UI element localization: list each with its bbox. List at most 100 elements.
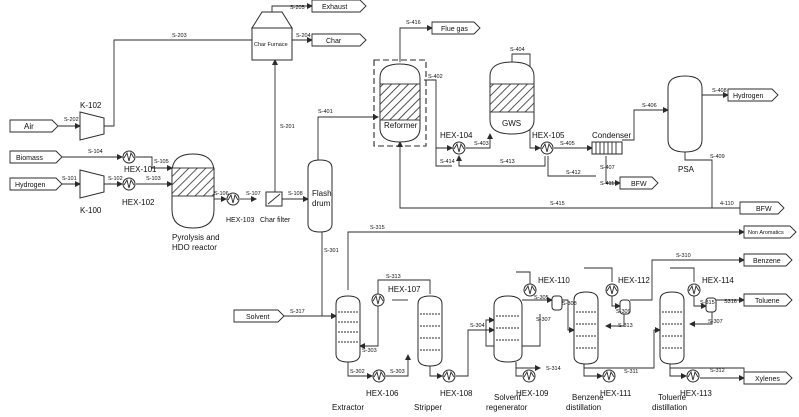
- stream-label-s405: S-405: [560, 141, 575, 147]
- solvent-regenerator-column: Solvent regenerator: [486, 295, 528, 412]
- reactor-label-line1: Pyrolysis and: [172, 233, 220, 242]
- hydrogen-output-terminal: [727, 88, 779, 102]
- stream-lines: [58, 3, 745, 381]
- flue-gas-output-terminal: [431, 21, 481, 35]
- stream-label-s308: S-308: [562, 301, 577, 307]
- stream-label-s401: S-401: [318, 109, 333, 115]
- stream-label-s305: S-305: [534, 295, 549, 301]
- hex106-label: HEX-106: [366, 389, 399, 398]
- air-input-terminal: [9, 119, 59, 133]
- stream-label-s415: S-415: [550, 201, 565, 207]
- stream-label-s108: S-108: [288, 191, 303, 197]
- stream-label-s311: S-311: [624, 369, 638, 375]
- hex105-exchanger: HEX-105: [532, 131, 565, 155]
- char-furnace: Char Furnace: [251, 11, 293, 61]
- hex113-label: HEX-113: [680, 389, 712, 398]
- stream-label-s317-b: S-307: [708, 319, 723, 325]
- stream-label-s313-b: S-313: [618, 323, 633, 329]
- pyrolysis-hdo-reactor: Pyrolysis and HDO reactor: [171, 153, 220, 252]
- compressor-k100: K-100: [79, 169, 105, 215]
- stream-label-s402: S-402: [428, 74, 443, 80]
- bfw-top-terminal: [619, 176, 659, 190]
- non-aromatics-output-label: Non Aromatics: [748, 230, 784, 236]
- stream-label-s205: S-205: [290, 5, 305, 11]
- toluene-output-label: Toluene: [755, 298, 780, 305]
- char-filter-label: Char filter: [260, 217, 291, 224]
- stream-label-s201: S-201: [280, 124, 295, 130]
- compressor-k102: K-102: [79, 101, 105, 141]
- hex105-label: HEX-105: [532, 131, 565, 140]
- hex101-label: HEX-101: [124, 165, 157, 174]
- hex108-label: HEX-108: [440, 389, 473, 398]
- stream-label-s408: S-408: [712, 88, 727, 94]
- char-filter: Char filter: [260, 191, 291, 224]
- stream-label-s314: S-314: [546, 366, 561, 372]
- stream-label-s315-top: S-315: [370, 225, 385, 231]
- stream-label-s412: S-412: [566, 170, 581, 176]
- stream-label-s103: S-103: [146, 176, 161, 182]
- hex107-label: HEX-107: [388, 285, 421, 294]
- stream-label-s204: S-204: [296, 33, 311, 39]
- hydrogen-output-label: Hydrogen: [733, 93, 763, 100]
- hex114-exchanger: HEX-114: [687, 276, 734, 297]
- hex104-label: HEX-104: [440, 131, 473, 140]
- bfw-right-terminal: [739, 201, 785, 215]
- stream-label-s104: S-104: [88, 149, 103, 155]
- stream-label-s107: S-107: [246, 191, 261, 197]
- char-output-label: Char: [326, 38, 342, 45]
- stream-label-s407: S-407: [600, 165, 615, 171]
- stream-label-s317: S-317: [290, 309, 305, 315]
- hex106-exchanger: HEX-106: [366, 369, 399, 398]
- extractor-label: Extractor: [332, 403, 364, 412]
- stream-label-s307-a: S-307: [536, 317, 551, 323]
- psa-label: PSA: [678, 165, 695, 174]
- solvent-input-terminal: [233, 309, 285, 323]
- stream-label-s313: S-313: [386, 274, 401, 280]
- hex114-label: HEX-114: [702, 276, 734, 285]
- stream-label-s301: S-301: [324, 248, 339, 254]
- hydrogen-input-label: Hydrogen: [15, 182, 45, 189]
- stream-label-s414: S-414: [440, 159, 455, 165]
- stripper-column: Stripper: [414, 295, 443, 412]
- psa-unit: PSA: [667, 75, 703, 174]
- benzene-output-terminal: [743, 253, 793, 267]
- non-aromatics-output-terminal: [743, 225, 797, 239]
- reflux-drum-s315: [705, 297, 717, 313]
- hex113-exchanger: HEX-113: [680, 369, 712, 398]
- reformer-unit: Reformer: [373, 59, 427, 147]
- k102-label: K-102: [80, 101, 102, 110]
- reactor-label-line2: HDO reactor: [172, 243, 217, 252]
- stream-label-s303-a: S-303: [362, 348, 377, 354]
- flash-drum: Flash drum: [307, 159, 333, 233]
- gws-label: GWS: [502, 119, 521, 128]
- stream-label-s316: S316: [724, 299, 737, 305]
- flue-gas-output-label: Flue gas: [441, 26, 468, 33]
- stream-label-s302: S-302: [350, 369, 365, 375]
- stream-label-s411: S-411: [600, 181, 614, 187]
- stream-label-s312: S-312: [710, 368, 725, 374]
- reflux-drums: [551, 295, 717, 315]
- stream-label-s310: S-310: [676, 253, 691, 259]
- stream-label-s406: S-406: [642, 103, 657, 109]
- hex103-label: HEX-103: [226, 217, 255, 224]
- hex102-label: HEX-102: [122, 198, 155, 207]
- stream-labels: S-202 S-203 S-205 S-204 S-104 S-105 S-10…: [62, 5, 737, 375]
- input-terminals: Air Biomass Hydrogen Solvent: [9, 119, 285, 323]
- hex103-exchanger: HEX-103: [226, 192, 255, 224]
- output-terminals: Exhaust Char Flue gas Hydrogen BFW BFW N…: [311, 0, 797, 385]
- hex112-label: HEX-112: [618, 276, 650, 285]
- solvent-regenerator-label-line1: Solvent: [494, 393, 521, 402]
- hex102-exchanger: HEX-102: [122, 177, 155, 207]
- toluene-distillation-label-line1: Toluene: [658, 393, 687, 402]
- toluene-distillation-column: Toluene distillation: [652, 291, 687, 412]
- air-input-label: Air: [24, 122, 34, 131]
- exhaust-output-label: Exhaust: [322, 4, 347, 11]
- hex104-exchanger: HEX-104: [440, 131, 473, 155]
- stream-label-s202: S-202: [64, 117, 79, 123]
- benzene-distillation-column: Benzene distillation: [566, 291, 604, 412]
- hex109-label: HEX-109: [516, 389, 549, 398]
- bfw-top-label: BFW: [631, 181, 647, 188]
- gws-reactor: GWS: [489, 61, 535, 135]
- stream-label-s409: S-409: [710, 154, 725, 160]
- hex109-exchanger: HEX-109: [516, 369, 549, 398]
